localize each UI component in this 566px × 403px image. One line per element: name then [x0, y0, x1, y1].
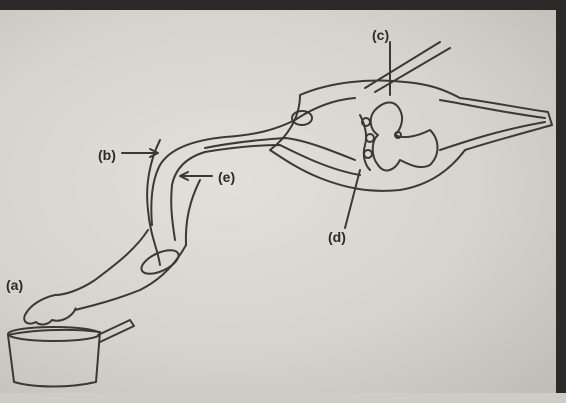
upper-arm-inner — [186, 180, 200, 245]
pot-handle — [98, 320, 134, 342]
label-d: (d) — [328, 229, 346, 245]
interneuron-cell-3 — [364, 150, 372, 158]
spinal-cord-outline — [270, 81, 552, 191]
photo-edge-bottom — [0, 393, 566, 403]
motor-nerve — [171, 145, 360, 240]
grey-matter — [371, 103, 438, 171]
central-canal — [395, 132, 401, 138]
label-a: (a) — [6, 277, 23, 293]
hand — [24, 295, 75, 324]
pin-line-2 — [375, 48, 450, 92]
forearm-lower — [75, 245, 186, 310]
upper-arm-outer — [147, 140, 160, 265]
interneuron-cell-2 — [366, 134, 374, 142]
label-e: (e) — [218, 169, 235, 185]
label-c: (c) — [372, 27, 389, 43]
photo-edge-right — [556, 0, 566, 403]
label-b: (b) — [98, 147, 116, 163]
sensory-nerve — [151, 98, 355, 225]
cord-right-lobe-lower — [440, 122, 545, 150]
pointer-d — [345, 170, 360, 228]
reflex-arc-diagram: (a) (b) (c) (d) (e) — [0, 0, 556, 393]
forearm-upper — [55, 230, 148, 295]
